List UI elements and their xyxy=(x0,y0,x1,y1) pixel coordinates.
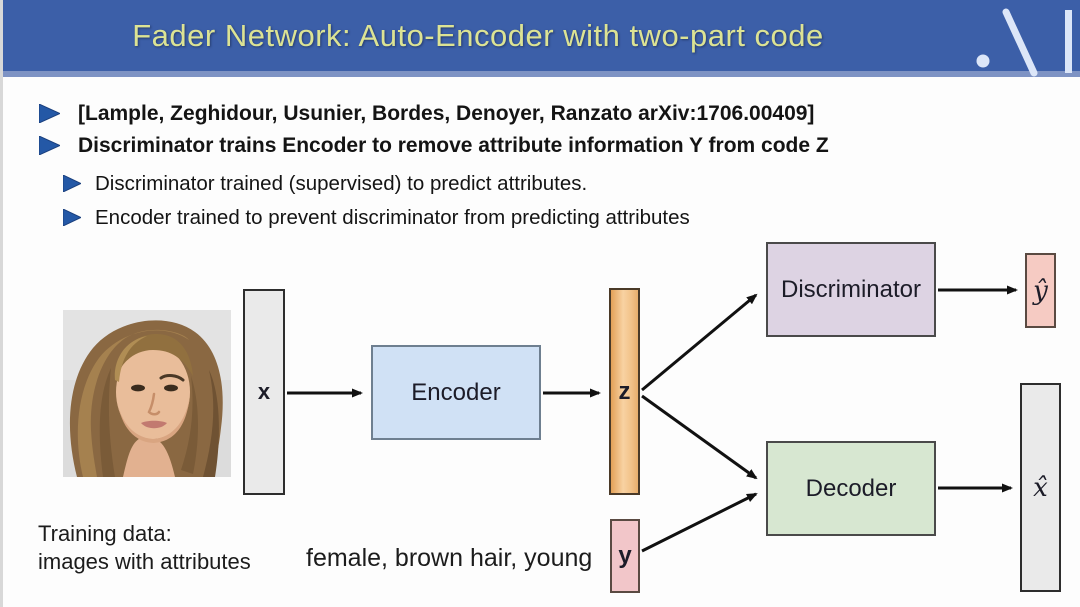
training-data-line1: Training data: xyxy=(38,521,172,546)
y-hat-label: ŷ xyxy=(1033,275,1048,306)
training-face-image xyxy=(63,310,231,477)
subbullet-discriminator-trained: Discriminator trained (supervised) to pr… xyxy=(63,172,587,196)
bullet-triangle-icon xyxy=(63,209,81,226)
encoder-label: Encoder xyxy=(411,378,501,406)
training-data-line2: images with attributes xyxy=(38,549,251,574)
y-attribute-box: y xyxy=(610,519,640,593)
arrow-z-to-discriminator xyxy=(641,293,758,392)
decoder-box: Decoder xyxy=(766,441,936,536)
slide-title: Fader Network: Auto-Encoder with two-par… xyxy=(132,17,824,53)
bullet-triangle-icon xyxy=(39,136,60,155)
x-hat-output-box: x̂ xyxy=(1020,383,1061,592)
subbullet-encoder-trained: Encoder trained to prevent discriminator… xyxy=(63,206,690,230)
z-label: z xyxy=(618,377,631,405)
woman-portrait-icon xyxy=(63,310,231,477)
bullet-discriminator-trains-text: Discriminator trains Encoder to remove a… xyxy=(78,134,829,157)
subbullet-discriminator-trained-text: Discriminator trained (supervised) to pr… xyxy=(95,172,588,195)
discriminator-box: Discriminator xyxy=(766,242,936,337)
bullet-discriminator-trains: Discriminator trains Encoder to remove a… xyxy=(39,134,829,158)
attributes-example-text: female, brown hair, young xyxy=(306,544,593,572)
partial-logo-icon xyxy=(976,8,1072,77)
y-hat-output-box: ŷ xyxy=(1025,253,1056,328)
training-data-caption: Training data: images with attributes xyxy=(38,520,251,576)
x-input-box: x xyxy=(243,289,285,495)
header-bar: Fader Network: Auto-Encoder with two-par… xyxy=(3,0,1080,77)
bullet-citation-text: [Lample, Zeghidour, Usunier, Bordes, Den… xyxy=(78,102,815,125)
y-label: y xyxy=(618,542,632,569)
encoder-box: Encoder xyxy=(371,345,541,440)
arrow-z-to-decoder xyxy=(641,394,758,480)
z-code-box: z xyxy=(609,288,640,495)
subbullet-encoder-trained-text: Encoder trained to prevent discriminator… xyxy=(95,206,690,229)
x-hat-label: x̂ xyxy=(1033,472,1048,503)
x-label: x xyxy=(257,379,271,404)
bullet-citation: [Lample, Zeghidour, Usunier, Bordes, Den… xyxy=(39,102,814,126)
bullet-triangle-icon xyxy=(39,104,60,123)
decoder-label: Decoder xyxy=(805,474,897,502)
discriminator-label: Discriminator xyxy=(780,275,921,303)
arrow-y-to-decoder xyxy=(641,492,758,553)
bullet-triangle-icon xyxy=(63,175,81,192)
